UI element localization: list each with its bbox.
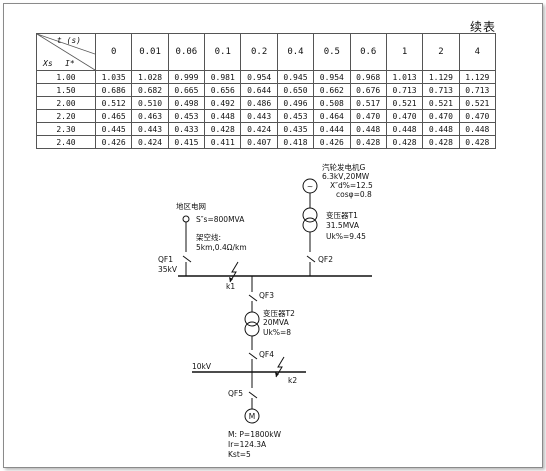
generator-g-mark: ~ (307, 182, 313, 191)
motor-symbol (244, 408, 260, 424)
qf4-breaker (248, 352, 258, 360)
corner-xs-label: Xs (43, 59, 53, 68)
qf3-label: QF3 (259, 291, 274, 300)
column-header: 0.06 (167, 33, 206, 71)
t2-winding-2 (244, 321, 260, 337)
qf1-label: QF1 (158, 255, 173, 264)
qf3-breaker (248, 294, 258, 302)
t2-winding-1 (244, 311, 260, 327)
grid-capacity: S″s=800MVA (196, 215, 245, 224)
line-title: 架空线: (196, 232, 221, 242)
continued-label: 续表 (469, 20, 496, 34)
k1-fault-arrow (229, 261, 239, 283)
voltage-35kv: 35kV (158, 265, 178, 274)
line-params: 5km,0.4Ω/km (196, 243, 247, 252)
t1-uk: Uk%=9.45 (326, 232, 366, 241)
motor-power: M: P=1800kW (228, 430, 282, 439)
column-header: 0.01 (131, 33, 169, 71)
qf4-label: QF4 (259, 350, 274, 359)
table-cell: 0.428 (458, 135, 497, 149)
table-cell: 0.407 (240, 135, 278, 149)
t1-rating: 31.5MVA (326, 221, 360, 230)
t2-rating: 20MVA (263, 318, 290, 327)
table-corner-cell: t (s) Xs I* (36, 33, 96, 71)
generator-reactance: X″d%=12.5 (330, 181, 373, 190)
table-cell: 0.428 (385, 135, 424, 149)
voltage-10kv: 10kV (192, 362, 212, 371)
motor-current: Ir=124.3A (228, 440, 267, 449)
t1-winding-2 (302, 217, 318, 233)
qf5-label: QF5 (228, 389, 243, 398)
qf2-label: QF2 (318, 255, 333, 264)
k2-fault-arrow (275, 356, 285, 378)
corner-diagonals (37, 34, 95, 70)
table-cell: 0.428 (349, 135, 387, 149)
t1-title: 变压器T1 (326, 210, 358, 220)
column-header: 0.4 (276, 33, 315, 71)
table-cell: 0.415 (167, 135, 206, 149)
motor-k: Kst=5 (228, 450, 251, 459)
qf1-breaker (182, 255, 192, 263)
grid-source-symbol (182, 215, 190, 223)
generator-pf: cosφ=0.8 (336, 190, 372, 199)
generator-rating: 6.3kV,20MW (322, 172, 370, 181)
grid-title: 地区电网 (176, 201, 206, 211)
column-header: 4 (458, 33, 497, 71)
qf5-breaker (248, 391, 258, 399)
t2-uk: Uk%=8 (263, 328, 291, 337)
qf2-breaker (306, 255, 316, 263)
t2-title: 变压器T2 (263, 308, 295, 318)
corner-i-label: I* (65, 59, 75, 68)
table-cell: 0.424 (131, 135, 169, 149)
column-header: 0.1 (204, 33, 242, 71)
column-header: 1 (385, 33, 424, 71)
column-header: 0.5 (313, 33, 351, 71)
k1-label: k1 (226, 282, 235, 291)
t1-winding-1 (302, 207, 318, 223)
generator-title: 汽轮发电机G (322, 162, 365, 172)
corner-time-label: t (s) (56, 36, 81, 45)
motor-m-label: M (249, 412, 255, 421)
k2-label: k2 (288, 376, 297, 385)
